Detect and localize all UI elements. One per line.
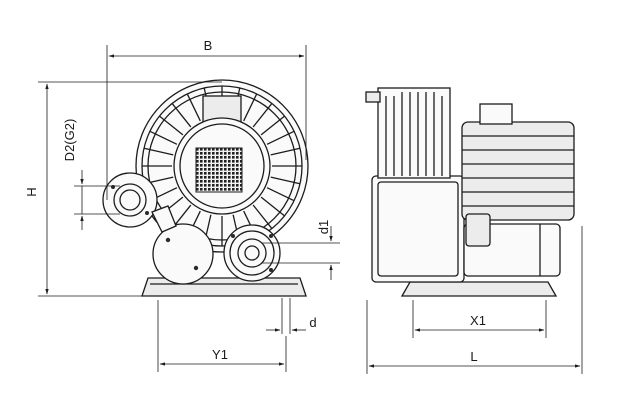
housing-rib [149, 130, 178, 145]
housing-rib [143, 147, 174, 156]
housing-rib [270, 147, 301, 156]
silencer-left [151, 205, 214, 285]
front-housing [135, 79, 309, 253]
outlet-port-right [223, 224, 281, 282]
side-motor [461, 121, 575, 221]
dim-label-h: H [24, 187, 39, 196]
dim-label-x1: X1 [470, 313, 486, 328]
front-view [102, 79, 309, 297]
front-base-plate [141, 277, 307, 297]
housing-rib [252, 103, 273, 128]
dim-label-d1: d1 [316, 220, 331, 234]
housing-rib [252, 204, 273, 229]
inlet-port-left [102, 172, 158, 228]
housing-rib [186, 93, 201, 122]
side-base [400, 281, 558, 297]
side-housing-block [371, 175, 465, 283]
housing-rib [159, 115, 184, 136]
housing-rib [243, 93, 258, 122]
housing-rib [266, 187, 295, 202]
housing-rib [260, 115, 285, 136]
side-upper-housing [377, 87, 451, 179]
side-view [365, 87, 575, 297]
dim-label-d: d [309, 315, 316, 330]
housing-rib [171, 103, 192, 128]
motor-fins [462, 135, 574, 207]
side-ribs [385, 92, 443, 176]
dim-label-d2: D2(G2) [62, 119, 77, 162]
dimension-lines [38, 45, 583, 374]
dim-label-l: L [470, 349, 477, 364]
housing-rib [270, 176, 301, 185]
dim-label-y1: Y1 [212, 347, 228, 362]
dim-label-b: B [204, 38, 213, 53]
housing-rib [260, 196, 285, 217]
fan-grille [195, 147, 243, 193]
housing-rib [266, 130, 295, 145]
